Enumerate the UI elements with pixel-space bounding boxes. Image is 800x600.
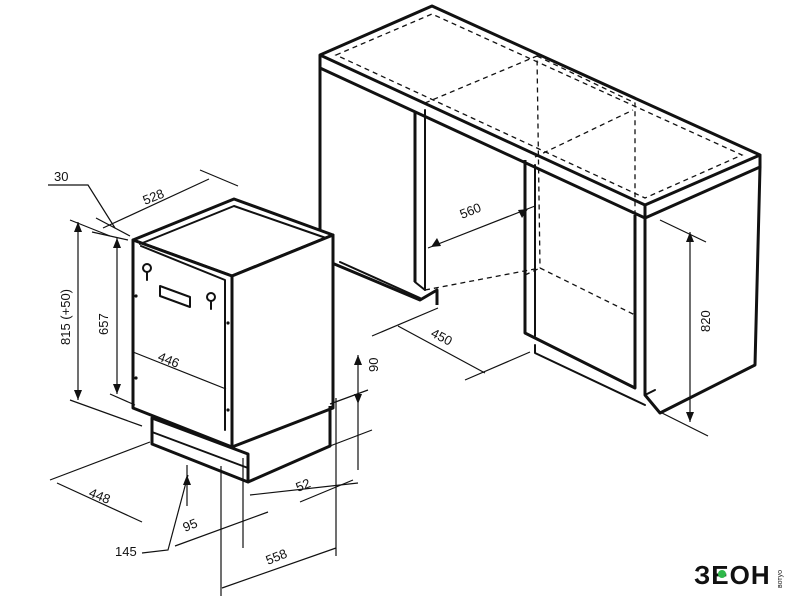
brand-logo-text: ЗЕОН [694, 560, 771, 590]
dishwasher-unit [131, 197, 335, 484]
dimension-558: 558 [264, 546, 290, 568]
dimension-95: 95 [181, 515, 200, 534]
brand-logo-dot [718, 570, 726, 578]
dimension-52: 52 [294, 475, 313, 494]
dimension-560: 560 [458, 200, 484, 222]
brand-logo: ЗЕОН вотуо [694, 560, 784, 590]
dimension-820: 820 [698, 310, 713, 332]
dimension-528: 528 [141, 186, 167, 208]
dimension-145: 145 [115, 544, 137, 559]
dimension-30: 30 [54, 169, 68, 184]
brand-logo-suffix: вотуо [777, 570, 784, 588]
kitchen-cabinet [318, 4, 762, 415]
dimension-lines [48, 169, 709, 596]
dimension-448: 448 [87, 485, 113, 507]
dimension-arrows [74, 209, 694, 485]
dimension-657: 657 [96, 313, 111, 335]
dimension-815: 815 (+50) [58, 289, 73, 345]
dimension-90: 90 [366, 358, 381, 372]
